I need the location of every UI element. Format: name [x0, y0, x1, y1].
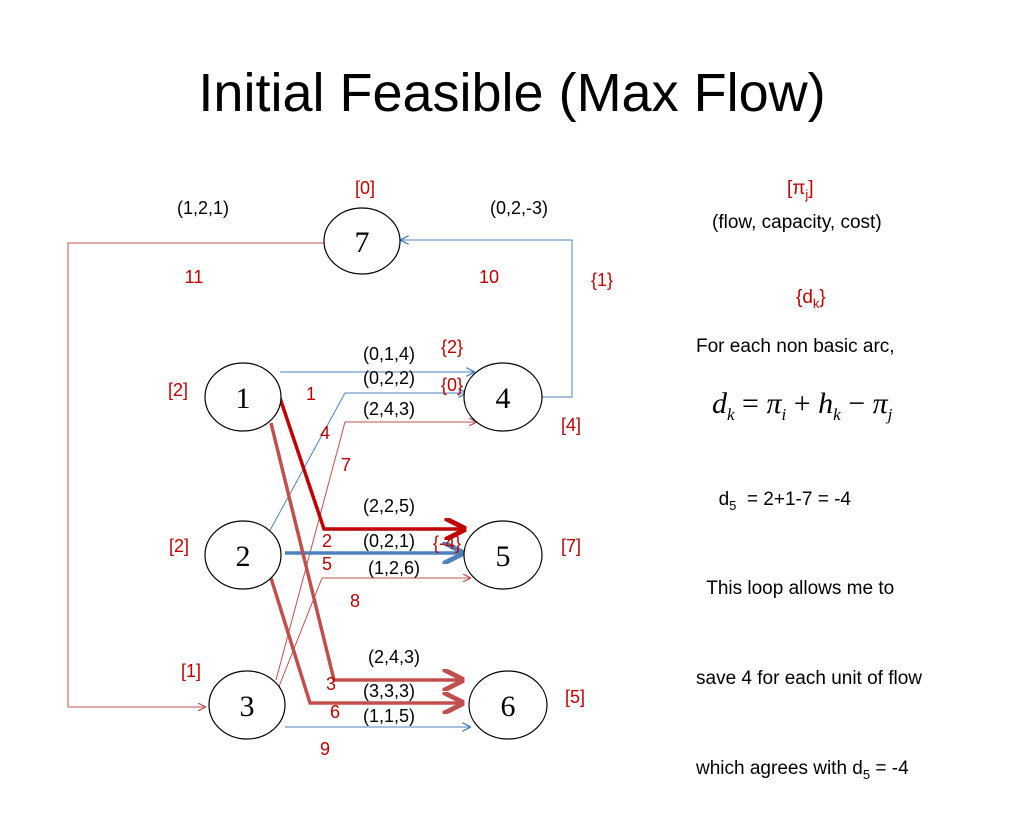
arc-label-3-7: (1,2,1): [177, 198, 229, 218]
page-title: Initial Feasible (Max Flow): [198, 63, 826, 123]
node-3: 3: [208, 670, 286, 740]
arc-number-6: 6: [330, 702, 340, 722]
reduced-cost-formula: dk = πi + hk − πj: [712, 387, 893, 424]
reduced-cost-minus-4: {-4}: [433, 533, 461, 553]
legend-arc-tuple: (flow, capacity, cost): [712, 212, 882, 233]
arc-number-8: 8: [350, 591, 360, 611]
legend-potential: [πj]: [787, 178, 814, 202]
node-2: 2: [204, 520, 282, 590]
potential-node-2: [2]: [169, 536, 189, 556]
arc-label-1-6: (2,4,3): [368, 647, 420, 667]
arc-number-3: 3: [326, 674, 336, 694]
arc-label-2-5: (0,2,1): [363, 531, 415, 551]
legend-reduced-cost: {dk}: [796, 287, 826, 311]
svg-text:6: 6: [501, 690, 516, 723]
arc-1-to-5: [278, 397, 462, 529]
arc-2-to-6: [269, 577, 460, 703]
potential-node-4: [4]: [561, 415, 581, 435]
arc-label-4-7: (0,2,-3): [490, 198, 548, 218]
network-diagram: 7 1 4 2 5 3 6 [0] [2] [4] [2] [7] [1] [5…: [67, 178, 613, 759]
node-5: 5: [463, 520, 543, 590]
arc-label-1-4: (0,1,4): [363, 344, 415, 364]
potential-node-1: [2]: [168, 380, 188, 400]
svg-text:4: 4: [496, 382, 511, 415]
reduced-cost-2: {2}: [441, 337, 463, 357]
d5-calculation: d5 = 2+1-7 = -4: [718, 489, 851, 513]
arc-4-to-7: [401, 240, 573, 398]
arc-1-to-6: [269, 422, 460, 680]
arc-3-to-4: [275, 422, 476, 681]
node-6: 6: [468, 670, 548, 740]
potential-node-7: [0]: [355, 178, 375, 198]
arc-number-11: 11: [185, 267, 204, 287]
svg-text:2: 2: [236, 540, 251, 573]
svg-text:3: 3: [240, 690, 255, 723]
arc-label-2-4: (0,2,2): [363, 368, 415, 388]
potential-node-6: [5]: [565, 687, 585, 707]
reduced-cost-1: {1}: [591, 270, 613, 290]
arc-label-3-6: (1,1,5): [363, 706, 415, 726]
arc-number-1: 1: [306, 384, 316, 404]
arc-number-7: 7: [341, 455, 351, 475]
node-1: 1: [204, 362, 282, 432]
svg-text:7: 7: [355, 226, 370, 259]
loop-explanation: This loop allows me to save 4 for each u…: [696, 578, 923, 782]
arc-label-3-4: (2,4,3): [363, 399, 415, 419]
svg-text:1: 1: [236, 382, 251, 415]
arc-number-5: 5: [322, 554, 332, 574]
arc-number-2: 2: [322, 531, 332, 551]
reduced-cost-0: {0}: [441, 375, 463, 395]
arc-number-10: 10: [479, 267, 499, 287]
explanation-intro: For each non basic arc,: [696, 336, 895, 357]
arc-label-2-6: (3,3,3): [363, 681, 415, 701]
potential-node-5: [7]: [561, 536, 581, 556]
arc-label-3-5: (1,2,6): [368, 558, 420, 578]
potential-node-3: [1]: [181, 661, 201, 681]
arc-2-to-4: [267, 393, 466, 535]
svg-text:5: 5: [496, 540, 511, 573]
arc-number-9: 9: [320, 739, 330, 759]
node-7: 7: [323, 207, 401, 275]
arc-number-4: 4: [320, 423, 330, 443]
arc-label-1-5: (2,2,5): [363, 496, 415, 516]
node-4: 4: [463, 362, 543, 432]
arc-3-to-5: [275, 578, 470, 695]
arc-7-to-3: [67, 242, 325, 707]
